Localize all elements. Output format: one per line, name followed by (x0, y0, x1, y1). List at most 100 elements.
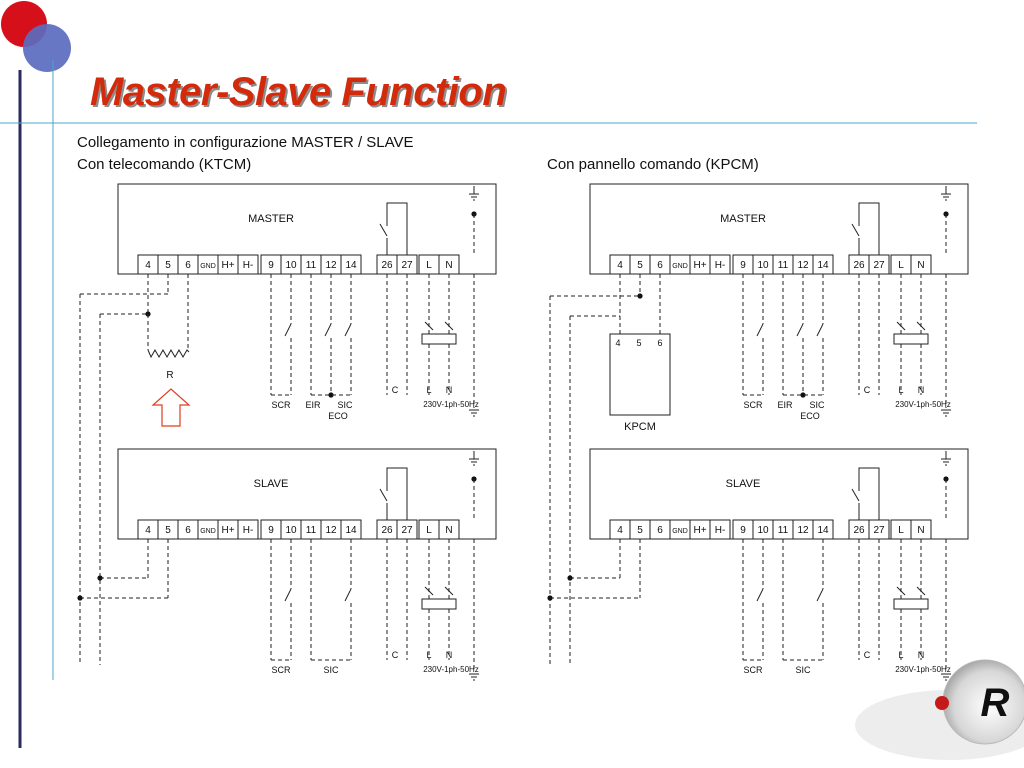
terminal-label: 26 (853, 525, 865, 536)
relay-contact-wire (386, 467, 408, 520)
unit-label: SLAVE (726, 478, 761, 490)
heading-config: Collegamento in configurazione MASTER / … (77, 134, 414, 151)
terminal-label: H+ (693, 525, 706, 536)
terminal-label: 27 (401, 525, 413, 536)
junction-dot (567, 575, 573, 581)
relay-contact-icon (851, 488, 860, 502)
unit-label: SLAVE (254, 478, 289, 490)
junction-dot (800, 392, 806, 398)
junction-dot (547, 595, 553, 601)
terminal-label: 4 (145, 525, 151, 536)
blue-dot-icon (23, 24, 71, 72)
scr-switch-icon (284, 588, 292, 602)
sic-label: SIC (809, 400, 825, 410)
terminal-label: 10 (285, 525, 297, 536)
c-label: C (864, 650, 871, 660)
fuse-blades-icon (896, 321, 926, 331)
ktcm-bus: R (77, 274, 191, 665)
sic-label: SIC (323, 665, 339, 675)
kpcm-label: KPCM (624, 421, 656, 433)
sic-switch-icon (816, 588, 824, 602)
heading-ktcm: Con telecomando (KTCM) (77, 156, 252, 173)
terminal-label: H+ (693, 260, 706, 271)
n-label: N (446, 385, 453, 395)
terminal-H- (237, 254, 259, 275)
power-label: 230V-1ph-50Hz (895, 665, 951, 674)
terminal-label: L (898, 260, 904, 271)
scr-switch-icon (284, 323, 292, 337)
scr-switch-icon (756, 588, 764, 602)
terminal-label: 4 (145, 260, 151, 271)
junction-dot (637, 293, 643, 299)
terminal-label: 9 (740, 260, 746, 271)
terminal-label: 4 (617, 260, 623, 271)
n-label: N (918, 650, 925, 660)
l-label: L (898, 650, 903, 660)
l-label: L (426, 385, 431, 395)
sic-label: SIC (337, 400, 353, 410)
terminal-label: 26 (853, 260, 865, 271)
eir-label: EIR (305, 400, 321, 410)
fuse-switch-icon (421, 333, 457, 345)
terminal-label: 6 (185, 260, 191, 271)
terminal-label: 12 (325, 260, 337, 271)
terminal-label: 27 (873, 525, 885, 536)
terminal-label: 5 (165, 525, 171, 536)
terminal-label: 12 (325, 525, 337, 536)
terminal-label: 12 (797, 260, 809, 271)
terminal-label: 11 (306, 525, 317, 536)
junction-dot (77, 595, 83, 601)
terminal-label: 26 (381, 525, 393, 536)
terminal-label: 10 (285, 260, 297, 271)
terminal-label: 5 (637, 260, 643, 271)
scr-switch-icon (756, 323, 764, 337)
power-label: 230V-1ph-50Hz (895, 400, 951, 409)
terminal-label: 11 (306, 260, 317, 271)
terminal-label: 14 (817, 260, 829, 271)
power-label: 230V-1ph-50Hz (423, 665, 479, 674)
kpcm-panel (609, 333, 671, 416)
c-label: C (392, 385, 399, 395)
eir-switch-icon (324, 323, 332, 337)
slide-title: Master-Slave Function (90, 70, 507, 114)
unit-label: MASTER (248, 213, 294, 225)
terminal-label: L (898, 525, 904, 536)
relay-contact-icon (379, 488, 388, 502)
terminal-label: N (917, 525, 924, 536)
sic-label: SIC (795, 665, 811, 675)
terminal-label: GND (200, 528, 216, 535)
power-label: 230V-1ph-50Hz (423, 400, 479, 409)
n-label: N (446, 650, 453, 660)
fuse-switch-icon (893, 598, 929, 610)
sic-switch-icon (344, 323, 352, 337)
terminal-label: 10 (757, 525, 769, 536)
terminal-H- (709, 519, 731, 540)
terminal-label: 9 (268, 525, 274, 536)
c-label: C (392, 650, 399, 660)
relay-contact-wire (858, 202, 880, 255)
relay-contact-wire (858, 467, 880, 520)
junction-dot (97, 575, 103, 581)
sic-switch-icon (816, 323, 824, 337)
eir-label: EIR (777, 400, 793, 410)
terminal-label: L (426, 260, 432, 271)
terminal-label: N (445, 260, 452, 271)
terminal-label: 12 (797, 525, 809, 536)
terminal-label: 26 (381, 260, 393, 271)
l-label: L (898, 385, 903, 395)
terminal-label: 11 (778, 260, 789, 271)
scr-label: SCR (271, 665, 291, 675)
terminal-label: 6 (185, 525, 191, 536)
terminal-label: H+ (221, 260, 234, 271)
fuse-switch-icon (893, 333, 929, 345)
eco-label: ECO (328, 411, 348, 421)
terminal-label: 10 (757, 260, 769, 271)
eir-switch-icon (796, 323, 804, 337)
terminal-label: 5 (165, 260, 171, 271)
terminal-label: 9 (268, 260, 274, 271)
